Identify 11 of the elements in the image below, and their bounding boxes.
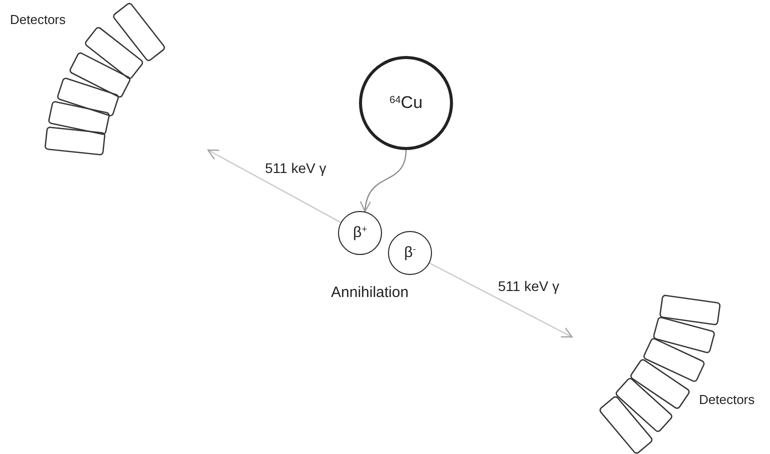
text-label: Detectors [699, 391, 755, 409]
particle-label: $^{64}$Cu [389, 92, 423, 114]
text-label: Annihilation [331, 283, 409, 303]
edge-label: 511 keV γ [265, 159, 326, 178]
text-label: Detectors [10, 11, 66, 29]
edge-label: 511 keV γ [498, 277, 560, 296]
particle-label: β$^{-}$ [404, 242, 416, 263]
arrow [207, 149, 341, 223]
arrow [429, 262, 573, 338]
particle-label: β$^{+}$ [353, 222, 367, 243]
arrow [360, 150, 407, 212]
